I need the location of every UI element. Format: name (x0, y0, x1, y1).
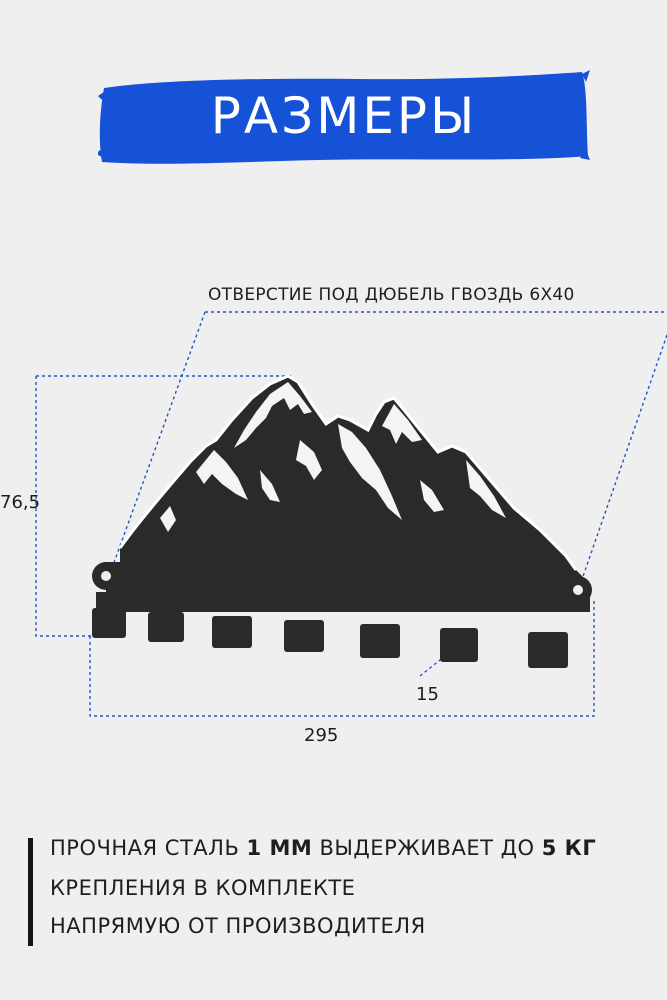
product-illustration (0, 270, 667, 750)
feature-mounts: КРЕПЛЕНИЯ В КОМПЛЕКТЕ (50, 876, 356, 900)
height-dimension-label: 76,5 (0, 492, 41, 513)
hook-width-dimension-label: 15 (416, 684, 439, 705)
page-title: РАЗМЕРЫ (210, 87, 478, 145)
features-accent-bar (28, 838, 33, 946)
width-dimension-label: 295 (304, 725, 339, 746)
mountain-key-holder-icon (35, 311, 667, 717)
features-list: ПРОЧНАЯ СТАЛЬ 1 ММ ВЫДЕРЖИВАЕТ ДО 5 КГ К… (28, 836, 667, 946)
header-banner: РАЗМЕРЫ (98, 70, 590, 166)
mount-hole-note: ОТВЕРСТИЕ ПОД ДЮБЕЛЬ ГВОЗДЬ 6Х40 (208, 285, 575, 305)
feature-steel: ПРОЧНАЯ СТАЛЬ 1 ММ ВЫДЕРЖИВАЕТ ДО 5 КГ (50, 836, 597, 860)
brush-stroke-background (98, 70, 590, 164)
feature-manufacturer: НАПРЯМУЮ ОТ ПРОИЗВОДИТЕЛЯ (50, 914, 426, 938)
